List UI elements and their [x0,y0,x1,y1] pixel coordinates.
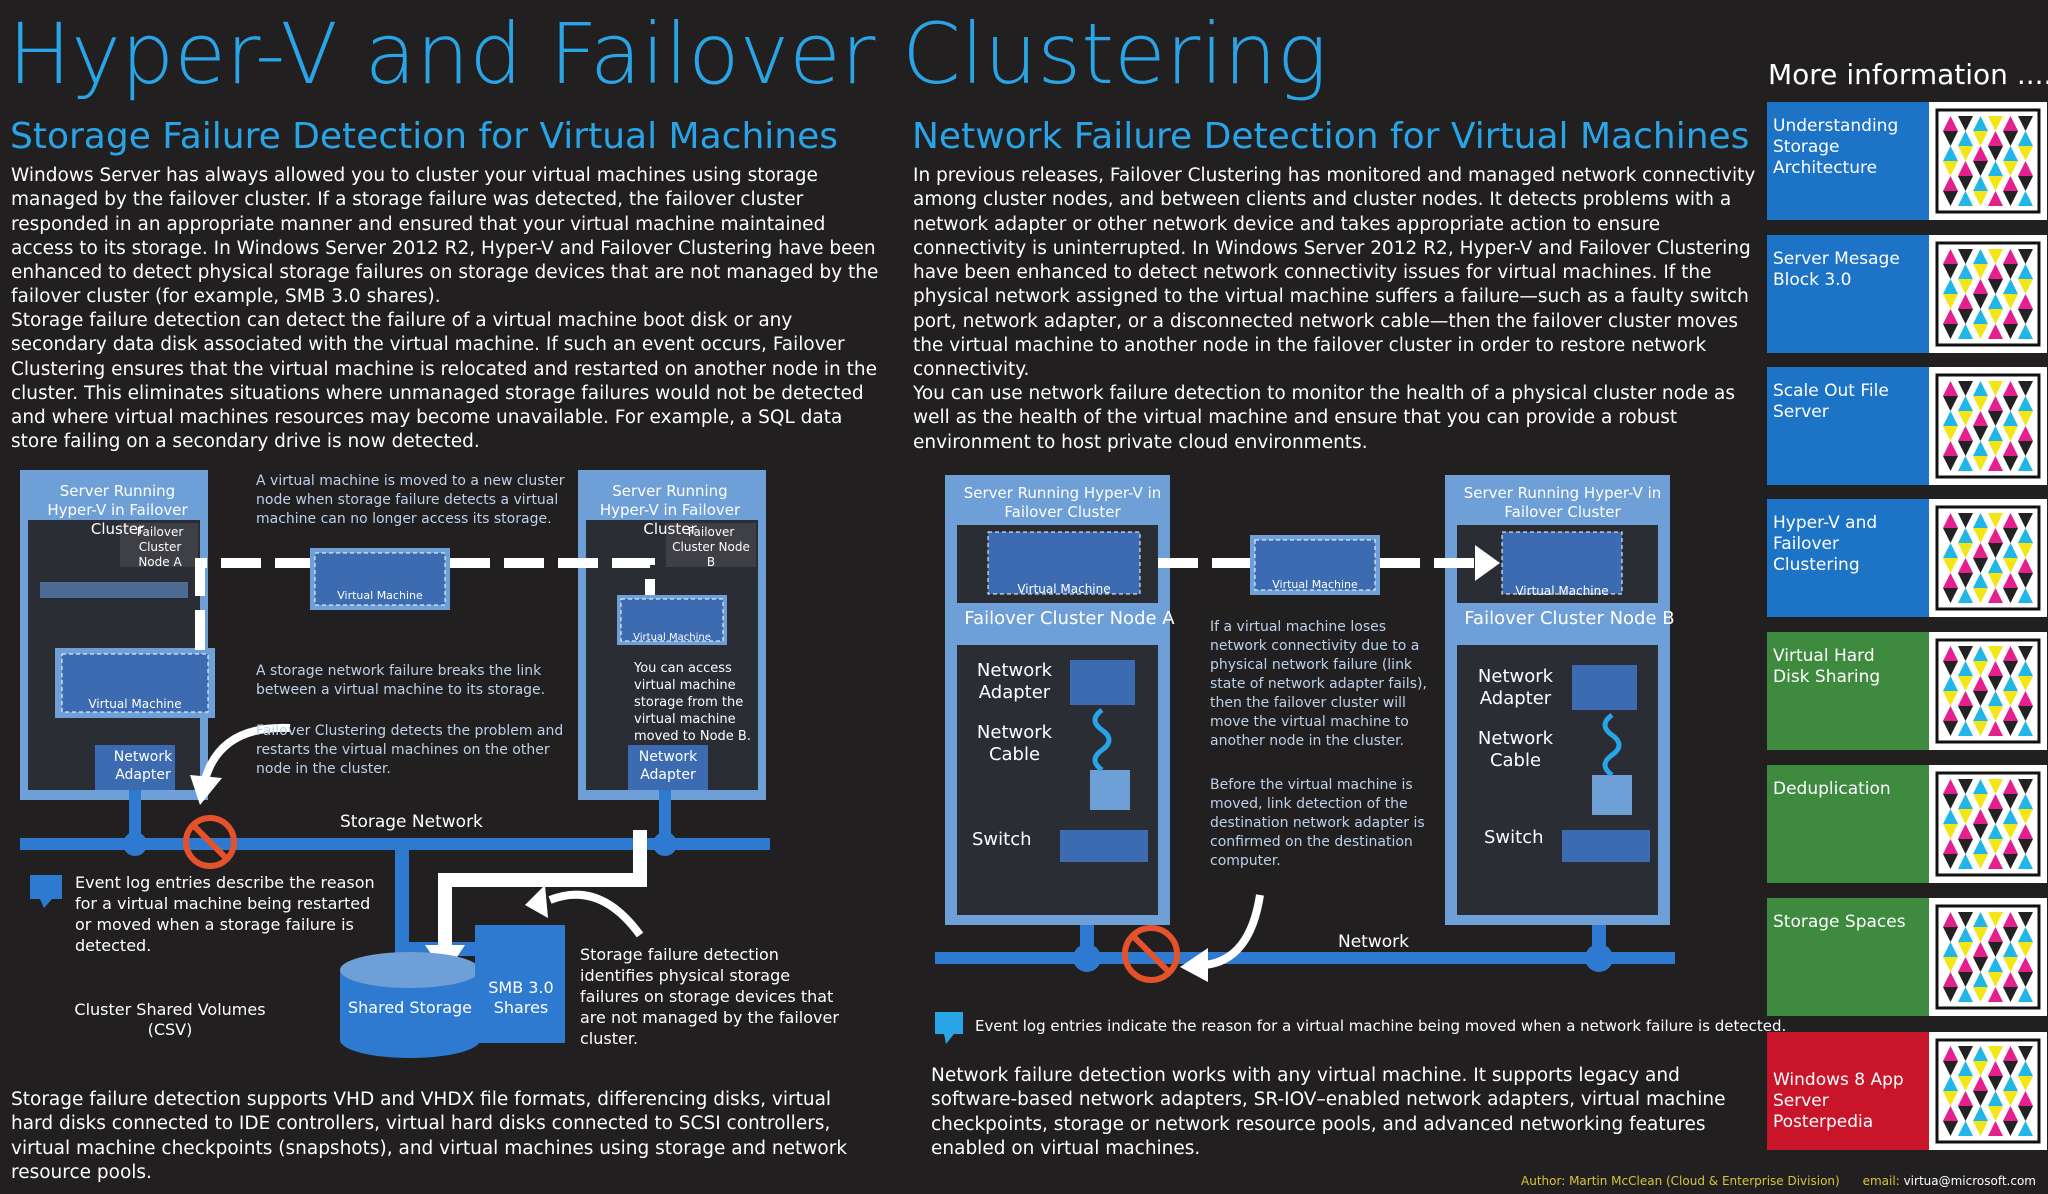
storage-note-access: You can access virtual machine storage f… [634,661,751,744]
net-server-a-title: Server Running Hyper-V in Failover Clust… [963,484,1162,521]
net-switch-a-label: Switch [972,829,1032,850]
qr-code-icon [1929,102,2047,220]
net-note-before: Before the virtual machine is moved, lin… [1210,777,1425,869]
tile-dedup[interactable]: Deduplication [1767,765,2047,883]
qr-code-icon [1929,499,2047,617]
storage-note-moved: A virtual machine is moved to a new clus… [256,473,565,527]
footer-author: Author: Martin McClean (Cloud & Enterpri… [1521,1174,1840,1188]
storage-paragraph-3: Storage failure detection supports VHD a… [11,1089,848,1183]
net-note-loses: If a virtual machine loses network conne… [1210,619,1427,749]
footer-email[interactable]: virtua@microsoft.com [1903,1174,2036,1188]
net-adapter-a-label: Network Adapter [976,660,1053,703]
qr-code-icon [1929,898,2047,1016]
tile-label: Understanding Storage Architecture [1773,116,1899,178]
network-paragraph-1: In previous releases, Failover Clusterin… [913,165,1756,381]
tile-posterpedia[interactable]: Windows 8 App Server Posterpedia [1767,1032,2047,1150]
net-vm-b [1501,531,1623,595]
net-node-a: Failover Cluster Node A [964,608,1175,629]
storage-network-label: Storage Network [340,812,483,832]
qr-code-icon [1929,632,2047,750]
tile-label: Hyper-V and Failover Clustering [1773,513,1878,575]
network-label: Network [1338,932,1409,952]
tile-understanding-storage[interactable]: Understanding Storage Architecture [1767,102,2047,220]
net-event-log: Event log entries indicate the reason fo… [975,1017,1787,1035]
network-paragraph-3: Network failure detection works with any… [931,1065,1726,1159]
network-paragraph-2: You can use network failure detection to… [913,383,1735,453]
tile-hyper-v[interactable]: Hyper-V and Failover Clustering [1767,499,2047,617]
storage-server-b-title: Server Running Hyper-V in Failover Clust… [599,482,741,538]
error-icon [183,815,237,869]
qr-code-icon [1929,765,2047,883]
shared-storage-label: Shared Storage [347,998,472,1017]
storage-vm-a-label: Virtual Machine [88,697,182,711]
server-a-adapter [95,745,175,790]
tile-scale-out[interactable]: Scale Out File Server [1767,367,2047,485]
net-error-icon [1122,925,1180,983]
storage-node-a: Failover Cluster Node A [136,525,184,569]
tile-label: Server Mesage Block 3.0 [1773,249,1900,290]
smb-shares-box [475,925,565,1043]
server-a-node-box [120,523,198,567]
net-vm-b-label: Virtual Machine [1515,584,1609,598]
storage-heading: Storage Failure Detection for Virtual Ma… [10,116,838,157]
footer-email-label: email: [1862,1174,1900,1188]
net-cable-a-label: Network Cable [976,722,1053,765]
network-heading: Network Failure Detection for Virtual Ma… [912,116,1750,157]
storage-vm-moving-label: Virtual Machine [337,589,423,602]
footer: Author: Martin McClean (Cloud & Enterpri… [1521,1174,2036,1188]
net-vm-a-label: Virtual Machine [1017,582,1111,596]
tile-label: Windows 8 App Server Posterpedia [1773,1070,1904,1132]
storage-paragraph-2: Storage failure detection can detect the… [11,310,877,453]
net-switch-b-label: Switch [1484,827,1544,848]
event-log-icon [30,875,62,899]
storage-server-a-title: Server Running Hyper-V in Failover Clust… [47,482,188,538]
tile-storage-spaces[interactable]: Storage Spaces [1767,898,2047,1016]
net-server-b-title: Server Running Hyper-V in Failover Clust… [1463,484,1662,521]
storage-event-log: Event log entries describe the reason fo… [75,873,375,955]
qr-code-icon [1929,235,2047,353]
storage-node-b: Failover Cluster Node B [672,525,750,569]
server-b-node-box [666,523,756,567]
network-diagram [935,475,1675,1044]
net-event-log-icon [935,1012,963,1034]
page-title: Hyper-V and Failover Clustering [8,5,1328,103]
storage-vm-b-label: Virtual Machine [633,632,711,643]
qr-code-icon [1929,1032,2047,1150]
storage-diagram [20,470,770,1058]
storage-note-break: A storage network failure breaks the lin… [256,663,546,698]
network-line [935,952,1675,964]
tile-label: Deduplication [1773,779,1891,799]
net-vm-a [987,531,1141,595]
tile-smb[interactable]: Server Mesage Block 3.0 [1767,235,2047,353]
qr-code-icon [1929,367,2047,485]
tile-label: Virtual Hard Disk Sharing [1773,646,1881,687]
csv-label: Cluster Shared Volumes (CSV) [74,1000,266,1039]
net-vm-moving-label: Virtual Machine [1272,578,1358,591]
server-b-adapter [628,745,708,790]
storage-adapter-a: Network Adapter [113,749,173,783]
storage-note-smb: Storage failure detection identifies phy… [580,945,839,1048]
net-adapter-b-label: Network Adapter [1477,666,1554,709]
tile-vhd-sharing[interactable]: Virtual Hard Disk Sharing [1767,632,2047,750]
smb-label: SMB 3.0 Shares [488,978,554,1017]
net-node-b: Failover Cluster Node B [1464,608,1675,629]
storage-paragraph-1: Windows Server has always allowed you to… [11,165,879,308]
storage-adapter-b: Network Adapter [638,749,698,783]
storage-note-detect: Failover Clustering detects the problem … [256,723,564,777]
tile-label: Scale Out File Server [1773,381,1889,422]
net-cable-b-label: Network Cable [1477,728,1554,771]
tile-label: Storage Spaces [1773,912,1906,932]
more-info-heading: More information .... [1768,58,2048,91]
